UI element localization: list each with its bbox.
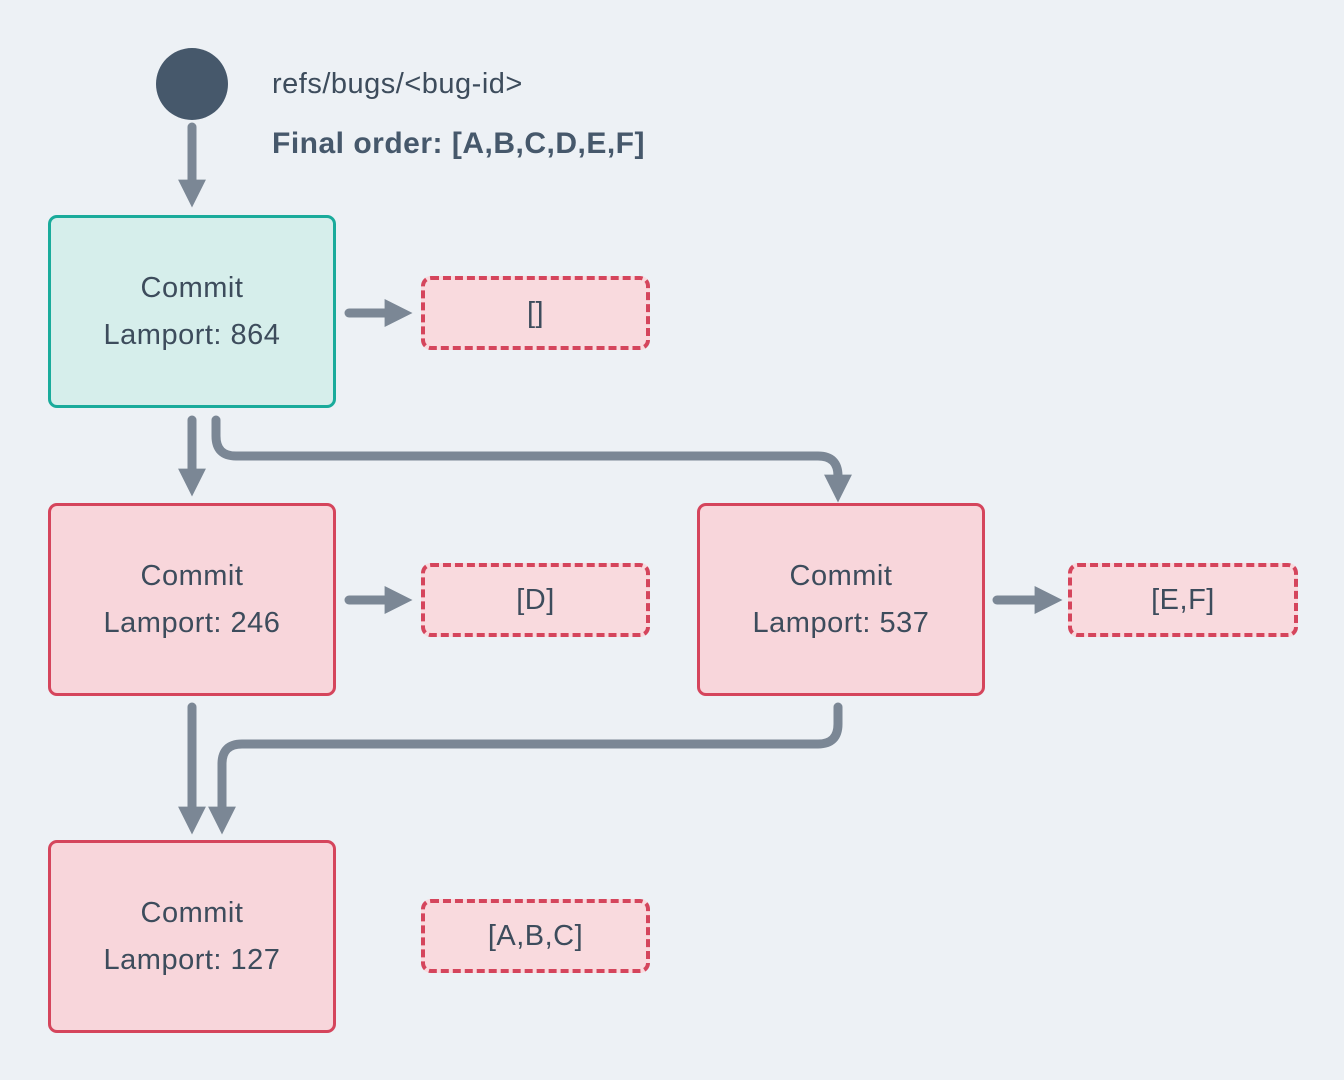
commit-lamport: Lamport: 127 xyxy=(103,943,281,976)
commit-lamport: Lamport: 864 xyxy=(103,318,281,351)
ops-node-root: [] xyxy=(421,276,650,350)
final-order-label: Final order: [A,B,C,D,E,F] xyxy=(272,127,645,160)
ops-node-left: [D] xyxy=(421,563,650,637)
ops-list: [] xyxy=(526,296,545,329)
edge-root-to-right xyxy=(211,415,852,503)
ops-node-bottom: [A,B,C] xyxy=(421,899,650,973)
ops-list: [E,F] xyxy=(1151,583,1215,616)
commit-node-127: Commit Lamport: 127 xyxy=(48,840,336,1033)
commit-lamport: Lamport: 537 xyxy=(752,606,930,639)
edge-right-to-bottom xyxy=(208,702,843,835)
commit-title: Commit xyxy=(140,896,244,929)
commit-title: Commit xyxy=(789,559,893,592)
commit-title: Commit xyxy=(140,271,244,304)
commit-node-246: Commit Lamport: 246 xyxy=(48,503,336,696)
commit-node-864: Commit Lamport: 864 xyxy=(48,215,336,408)
ref-name-label: refs/bugs/<bug-id> xyxy=(272,68,523,100)
ops-list: [D] xyxy=(516,583,555,616)
commit-node-537: Commit Lamport: 537 xyxy=(697,503,985,696)
ops-node-right: [E,F] xyxy=(1068,563,1298,637)
commit-title: Commit xyxy=(140,559,244,592)
commit-lamport: Lamport: 246 xyxy=(103,606,281,639)
branch-ref-icon xyxy=(156,48,228,120)
ops-list: [A,B,C] xyxy=(487,919,584,952)
